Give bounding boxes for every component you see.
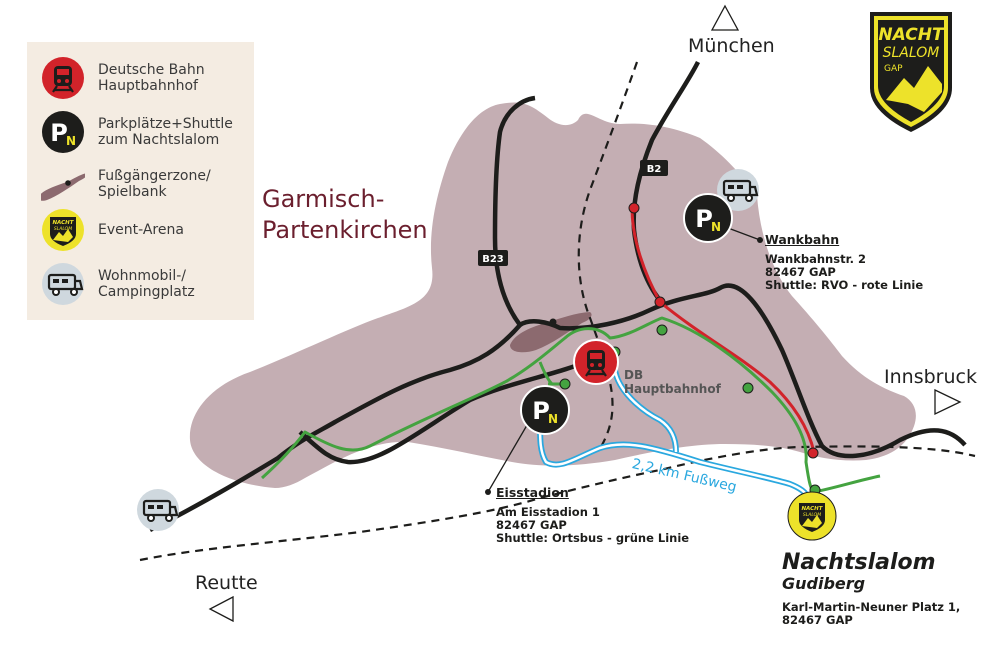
svg-text:SLALOM: SLALOM <box>883 45 940 61</box>
event-arena-marker[interactable] <box>787 491 837 541</box>
svg-text:B2: B2 <box>647 164 662 175</box>
wankbahn-shuttle: Shuttle: RVO - rote Linie <box>765 278 924 292</box>
town-label: Garmisch- Partenkirchen <box>262 185 428 244</box>
venue-info: Nachtslalom Gudiberg Karl-Martin-Neuner … <box>782 552 960 627</box>
svg-text:B23: B23 <box>482 254 504 265</box>
road-valley <box>298 357 591 465</box>
b23-shield: B23 <box>478 250 508 266</box>
east-arrow-icon <box>934 388 962 416</box>
venue-name: Nachtslalom <box>782 550 936 575</box>
parking-marker-eisstadion[interactable] <box>520 385 570 435</box>
wankbahn-city: 82467 GAP <box>765 265 836 279</box>
venue-street: Karl-Martin-Neuner Platz 1, <box>782 600 961 614</box>
direction-label-west: Reutte <box>195 572 258 594</box>
db-station-label: DB Hauptbahnhof <box>624 368 721 396</box>
venue-city: 82467 GAP <box>782 613 853 627</box>
camper-marker-west[interactable] <box>137 489 179 531</box>
railway-line-north <box>577 61 639 446</box>
camper-van-icon <box>42 263 84 305</box>
legend-item-train: Deutsche Bahn Hauptbahnhof <box>27 56 254 100</box>
legend-item-pedestrian: Fußgängerzone/ Spielbank <box>27 162 254 206</box>
eisstadion-shuttle: Shuttle: Ortsbus - grüne Linie <box>496 531 690 545</box>
legend-item-event-arena: Event-Arena <box>27 208 254 252</box>
wankbahn-street: Wankbahnstr. 2 <box>765 252 866 266</box>
pedestrian-zone-icon <box>41 173 85 201</box>
venue-sub: Gudiberg <box>782 574 866 593</box>
legend-label: Wohnmobil-/ Campingplatz <box>98 268 195 300</box>
legend-label: Event-Arena <box>98 222 184 238</box>
direction-label-north: München <box>688 35 775 57</box>
road-b23 <box>492 95 536 327</box>
parking-marker-wankbahn[interactable] <box>683 193 733 243</box>
direction-label-east: Innsbruck <box>884 366 977 388</box>
eisstadion-street: Am Eisstadion 1 <box>496 505 600 519</box>
north-arrow-icon <box>710 4 740 31</box>
legend-item-parking: Parkplätze+Shuttle zum Nachtslalom <box>27 110 254 154</box>
eisstadion-city: 82467 GAP <box>496 518 567 532</box>
train-icon <box>42 57 84 99</box>
nachtslalom-logo-icon <box>42 209 84 251</box>
legend-label: Parkplätze+Shuttle zum Nachtslalom <box>98 116 233 148</box>
eisstadion-info: Eisstadion Am Eisstadion 1 82467 GAP Shu… <box>496 485 689 545</box>
legend-label: Fußgängerzone/ Spielbank <box>98 168 211 200</box>
pedestrian-zone <box>510 312 592 353</box>
legend-label: Deutsche Bahn Hauptbahnhof <box>98 62 205 94</box>
db-station-marker[interactable] <box>573 339 619 385</box>
green-shuttle-line <box>260 316 881 494</box>
svg-text:GAP: GAP <box>884 64 903 74</box>
wankbahn-info: Wankbahn Wankbahnstr. 2 82467 GAP Shuttl… <box>765 232 923 292</box>
west-arrow-icon <box>208 595 234 623</box>
legend-item-camping: Wohnmobil-/ Campingplatz <box>27 262 254 306</box>
legend: Deutsche Bahn Hauptbahnhof Parkplätze+Sh… <box>27 42 254 320</box>
railway-line <box>139 445 976 562</box>
eisstadion-title[interactable]: Eisstadion <box>496 485 569 500</box>
nachtslalom-logo: NACHT SLALOM GAP <box>870 12 952 132</box>
svg-text:NACHT: NACHT <box>878 25 945 45</box>
road-main <box>148 283 967 533</box>
camper-marker-wank[interactable] <box>717 169 759 211</box>
road-b2 <box>631 60 701 307</box>
parking-shuttle-icon <box>42 111 84 153</box>
red-shuttle-line <box>630 207 816 453</box>
b2-shield: B2 <box>640 160 668 176</box>
wankbahn-title[interactable]: Wankbahn <box>765 232 840 247</box>
